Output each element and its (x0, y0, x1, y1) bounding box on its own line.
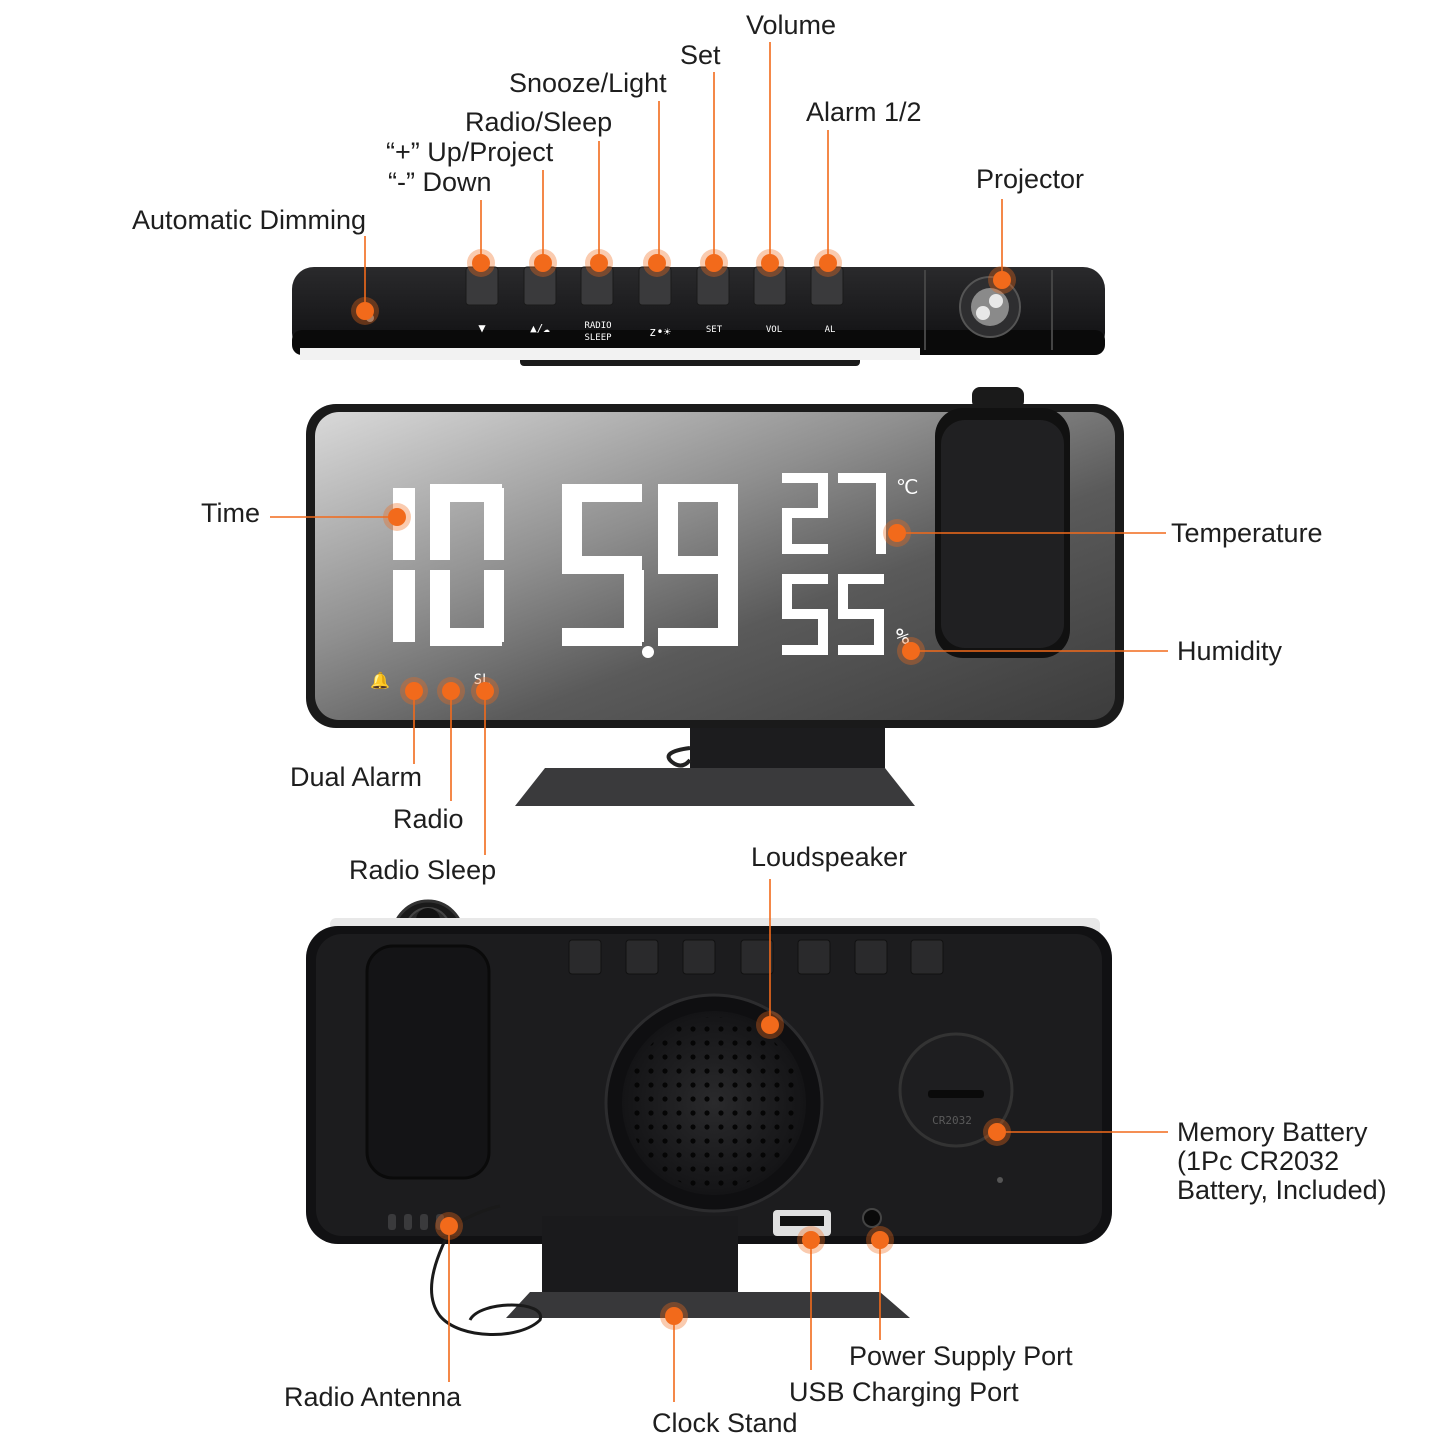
radio-callout-dot (442, 682, 460, 700)
label-clock-stand: Clock Stand (652, 1408, 798, 1438)
radio-sleep-button[interactable] (580, 266, 614, 306)
label-set: Set (680, 40, 721, 70)
down-button[interactable] (465, 266, 499, 306)
label-memory-battery-2: (1Pc CR2032 (1177, 1146, 1340, 1176)
snooze-light-button[interactable] (638, 266, 672, 306)
back-stand-neck (542, 1216, 738, 1298)
label-time: Time (201, 498, 260, 528)
label-snooze-light: Snooze/Light (509, 68, 667, 98)
al-print: AL (825, 325, 836, 335)
down-callout-dot (472, 254, 490, 272)
label-down: “-” Down (388, 167, 492, 197)
volume-callout-dot (761, 254, 779, 272)
humidity-digits (782, 574, 884, 655)
label-projector: Projector (976, 164, 1085, 194)
down-print: ▼ (478, 321, 486, 335)
leader-lines (270, 42, 1168, 1402)
temperature-digits (782, 473, 886, 554)
sleep-print: SLEEP (584, 333, 612, 343)
up-print: ▲/☁ (530, 322, 550, 335)
label-up-project: “+” Up/Project (386, 137, 554, 167)
temperature-callout-dot (888, 524, 906, 542)
label-alarm-12: Alarm 1/2 (806, 97, 922, 127)
stand-callout-dot (665, 1307, 683, 1325)
dimming-callout-dot (356, 302, 374, 320)
dual-alarm-callout-dot (405, 682, 423, 700)
time-digits (393, 484, 738, 658)
label-memory-battery-3: Battery, Included) (1177, 1175, 1387, 1205)
label-radio-sleep-button: Radio/Sleep (465, 107, 613, 137)
label-power-supply-port: Power Supply Port (849, 1341, 1073, 1371)
front-stand-base (515, 768, 915, 806)
vol-print: VOL (766, 325, 782, 335)
back-stand-base (506, 1292, 910, 1318)
humidity-callout-dot (902, 642, 920, 660)
label-loudspeaker: Loudspeaker (751, 842, 908, 872)
label-temperature: Temperature (1171, 518, 1323, 548)
bell-icon: 🔔 (370, 672, 390, 690)
volume-button[interactable] (753, 266, 787, 306)
top-view: ▼ ▲/☁ RADIO SLEEP z•☀ SET VOL AL (292, 266, 1105, 366)
battery-callout-dot (988, 1123, 1006, 1141)
front-stand-neck (690, 726, 885, 771)
antenna-callout-dot (440, 1217, 458, 1235)
battery-mark: CR2032 (932, 1114, 972, 1127)
label-radio-sleep: Radio Sleep (349, 855, 497, 885)
up-project-button[interactable] (523, 266, 557, 306)
radio-sleep-btn-callout-dot (590, 254, 608, 272)
usb-callout-dot (802, 1231, 820, 1249)
battery-cover: CR2032 (898, 1032, 1014, 1148)
projector-lens (959, 276, 1021, 338)
snooze-print: z•☀ (649, 325, 671, 339)
alarm-callout-dot (819, 254, 837, 272)
loudspeaker-grille (604, 993, 824, 1213)
snooze-callout-dot (648, 254, 666, 272)
alarm-button[interactable] (810, 266, 844, 306)
label-volume: Volume (746, 10, 837, 40)
temp-unit: ℃ (896, 475, 918, 499)
front-view: ℃ % 🔔 SL (306, 387, 1124, 806)
set-print: SET (706, 325, 723, 335)
power-port[interactable] (862, 1208, 882, 1228)
label-usb-charging-port: USB Charging Port (789, 1377, 1019, 1407)
up-project-callout-dot (534, 254, 552, 272)
label-humidity: Humidity (1177, 636, 1283, 666)
radio-print: RADIO (584, 321, 611, 331)
label-memory-battery-1: Memory Battery (1177, 1117, 1368, 1147)
label-automatic-dimming: Automatic Dimming (132, 205, 367, 235)
time-callout-dot (388, 508, 406, 526)
label-dual-alarm: Dual Alarm (290, 762, 423, 792)
set-button[interactable] (696, 266, 730, 306)
label-radio: Radio (393, 804, 464, 834)
radio-sleep-callout-dot (476, 682, 494, 700)
loudspeaker-callout-dot (761, 1016, 779, 1034)
back-view: CR2032 (306, 899, 1112, 1336)
projector-callout-dot (993, 271, 1011, 289)
antenna-wire (430, 1225, 542, 1336)
set-callout-dot (705, 254, 723, 272)
label-radio-antenna: Radio Antenna (284, 1382, 462, 1412)
power-callout-dot (871, 1231, 889, 1249)
